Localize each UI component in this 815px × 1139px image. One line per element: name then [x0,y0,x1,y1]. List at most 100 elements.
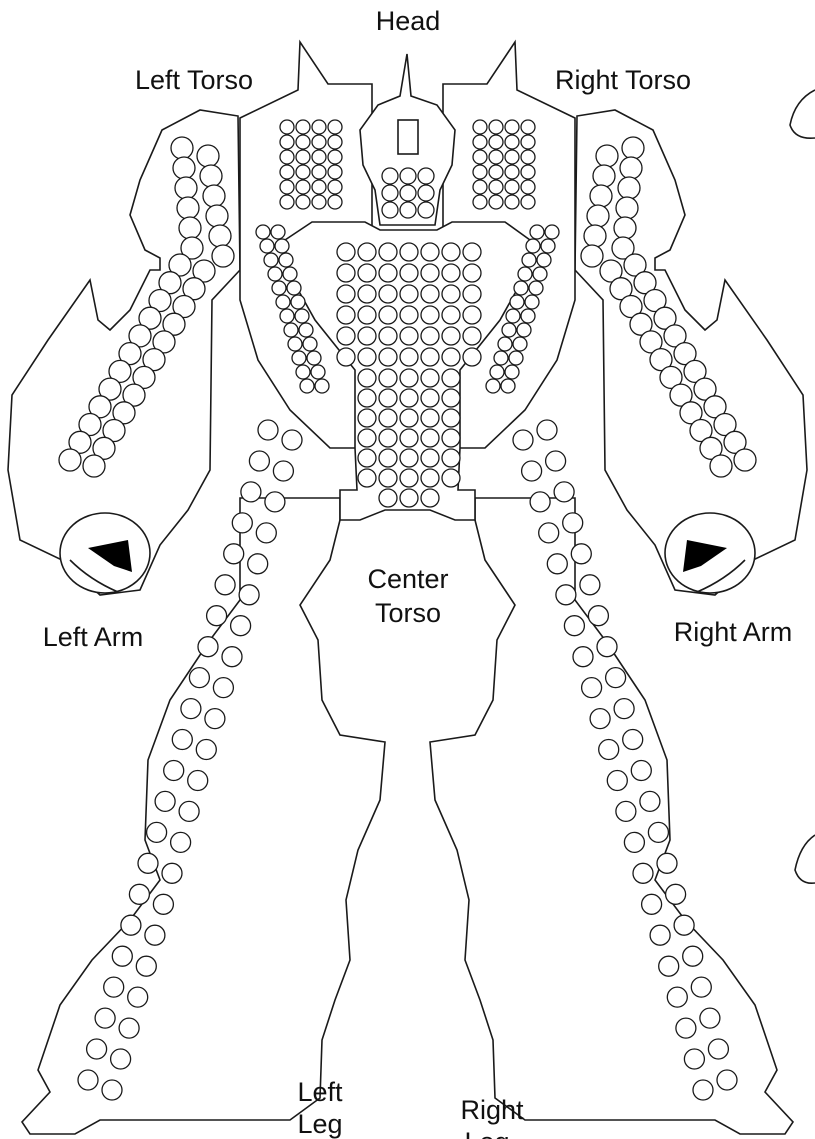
left-leg-armor-pip[interactable] [205,709,225,729]
center-torso-armor-pip[interactable] [463,327,481,345]
right-leg-armor-pip[interactable] [666,884,686,904]
left-leg-armor-pip[interactable] [171,832,191,852]
right-torso-armor-pip[interactable] [505,150,519,164]
left-torso-armor-pip[interactable] [300,379,314,393]
center-torso-armor-pip[interactable] [442,285,460,303]
left-torso-armor-pip[interactable] [280,309,294,323]
left-torso-armor-pip[interactable] [296,180,310,194]
center-torso-armor-pip[interactable] [358,369,376,387]
left-torso-armor-pip[interactable] [280,120,294,134]
center-torso-armor-pip[interactable] [400,409,418,427]
left-leg-armor-pip[interactable] [181,699,201,719]
right-torso-armor-pip[interactable] [529,281,543,295]
head-armor-pip[interactable] [400,185,416,201]
center-torso-armor-pip[interactable] [379,369,397,387]
head-armor-pip[interactable] [418,185,434,201]
right-leg-armor-pip[interactable] [708,1039,728,1059]
right-torso-armor-pip[interactable] [521,120,535,134]
center-torso-armor-pip[interactable] [442,429,460,447]
right-arm-armor-pip[interactable] [620,157,642,179]
right-leg-armor-pip[interactable] [624,832,644,852]
right-torso-armor-pip[interactable] [498,337,512,351]
left-torso-armor-pip[interactable] [296,120,310,134]
center-torso-armor-pip[interactable] [463,348,481,366]
center-torso-armor-pip[interactable] [358,327,376,345]
center-torso-armor-pip[interactable] [400,489,418,507]
center-torso-armor-pip[interactable] [337,264,355,282]
left-leg-armor-pip[interactable] [215,575,235,595]
left-leg-armor-pip[interactable] [164,761,184,781]
left-leg-armor-pip[interactable] [222,647,242,667]
right-torso-armor-pip[interactable] [473,135,487,149]
right-torso-armor-pip[interactable] [473,150,487,164]
left-leg-armor-pip[interactable] [265,492,285,512]
center-torso-armor-pip[interactable] [400,449,418,467]
right-leg-armor-pip[interactable] [676,1018,696,1038]
center-torso-armor-pip[interactable] [421,243,439,261]
left-torso-armor-pip[interactable] [328,120,342,134]
left-leg-armor-pip[interactable] [213,678,233,698]
center-torso-armor-pip[interactable] [379,243,397,261]
left-arm-armor-pip[interactable] [179,217,201,239]
right-leg-armor-pip[interactable] [717,1070,737,1090]
left-leg-armor-pip[interactable] [232,513,252,533]
left-leg-armor-pip[interactable] [136,956,156,976]
center-torso-armor-pip[interactable] [421,409,439,427]
right-arm-armor-pip[interactable] [590,185,612,207]
right-torso-armor-pip[interactable] [473,165,487,179]
right-leg-armor-pip[interactable] [564,616,584,636]
left-torso-armor-pip[interactable] [291,295,305,309]
right-torso-armor-pip[interactable] [521,150,535,164]
left-torso-armor-pip[interactable] [295,309,309,323]
right-leg-armor-pip[interactable] [693,1080,713,1100]
left-leg-armor-pip[interactable] [102,1080,122,1100]
right-leg-armor-pip[interactable] [597,637,617,657]
head-armor-pip[interactable] [400,202,416,218]
right-torso-armor-pip[interactable] [489,165,503,179]
left-leg-armor-pip[interactable] [189,668,209,688]
left-leg-armor-pip[interactable] [128,987,148,1007]
center-torso-armor-pip[interactable] [337,327,355,345]
center-torso-armor-pip[interactable] [463,306,481,324]
right-arm-armor-pip[interactable] [614,217,636,239]
right-leg-armor-pip[interactable] [547,554,567,574]
center-torso-armor-pip[interactable] [421,469,439,487]
right-torso-armor-pip[interactable] [526,239,540,253]
left-torso-armor-pip[interactable] [280,135,294,149]
center-torso-armor-pip[interactable] [337,306,355,324]
center-torso-armor-pip[interactable] [358,264,376,282]
left-leg-armor-pip[interactable] [256,523,276,543]
left-leg-armor-pip[interactable] [129,884,149,904]
right-torso-armor-pip[interactable] [502,323,516,337]
right-leg-armor-pip[interactable] [539,523,559,543]
left-leg-armor-pip[interactable] [248,554,268,574]
right-leg-armor-pip[interactable] [691,977,711,997]
left-torso-armor-pip[interactable] [312,165,326,179]
center-torso-armor-pip[interactable] [421,389,439,407]
left-leg-armor-pip[interactable] [172,730,192,750]
left-torso-armor-pip[interactable] [312,150,326,164]
right-leg-armor-pip[interactable] [546,451,566,471]
left-leg-armor-pip[interactable] [155,791,175,811]
center-torso-armor-pip[interactable] [421,306,439,324]
left-torso-armor-pip[interactable] [264,253,278,267]
right-leg-armor-pip[interactable] [563,513,583,533]
head-armor-pip[interactable] [400,168,416,184]
left-leg-armor-pip[interactable] [198,637,218,657]
center-torso-armor-pip[interactable] [400,469,418,487]
center-torso-armor-pip[interactable] [442,449,460,467]
right-leg-armor-pip[interactable] [614,699,634,719]
right-torso-armor-pip[interactable] [521,309,535,323]
left-arm-armor-pip[interactable] [171,137,193,159]
left-leg-armor-pip[interactable] [138,853,158,873]
left-leg-armor-pip[interactable] [147,822,167,842]
left-arm-armor-pip[interactable] [209,225,231,247]
center-torso-armor-pip[interactable] [379,409,397,427]
right-arm-armor-pip[interactable] [734,449,756,471]
center-torso-armor-pip[interactable] [442,469,460,487]
right-torso-armor-pip[interactable] [509,351,523,365]
right-torso-armor-pip[interactable] [486,379,500,393]
right-leg-armor-pip[interactable] [522,461,542,481]
center-torso-armor-pip[interactable] [337,348,355,366]
center-torso-armor-pip[interactable] [421,429,439,447]
